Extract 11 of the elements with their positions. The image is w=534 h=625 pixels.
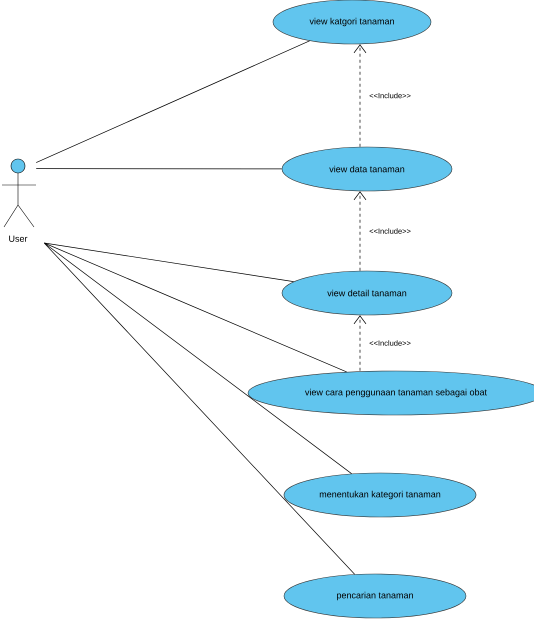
association-line [44,242,352,474]
association-line [36,40,310,163]
actor-figure: User [2,158,36,242]
include-arrow [354,44,366,148]
association-line [36,168,282,170]
node-label: User [9,236,28,242]
association-line [44,242,294,282]
association-line [44,242,355,575]
include-arrow [354,191,366,272]
association-line [44,242,348,372]
include-arrow [354,315,366,372]
